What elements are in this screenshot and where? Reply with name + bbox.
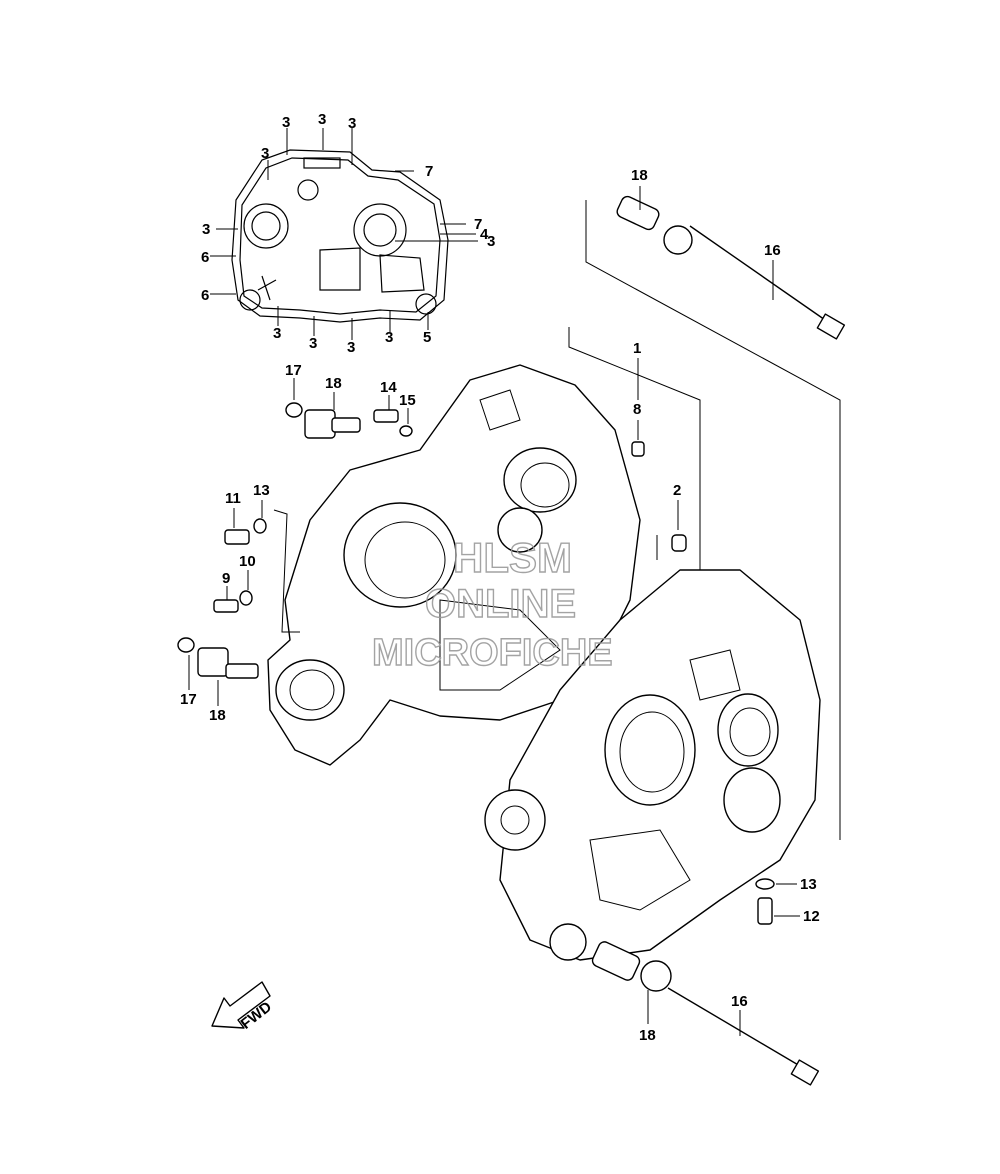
spacer-18-lower-right [591, 941, 672, 992]
callout-3: 3 [261, 145, 269, 162]
callout-3: 3 [273, 325, 281, 342]
callout-11: 11 [225, 490, 241, 507]
callout-4: 4 [480, 226, 489, 243]
washer-13-left [253, 518, 267, 534]
callout-3: 3 [309, 335, 317, 352]
spacer-18-upper-right [616, 195, 693, 255]
callout-10: 10 [239, 553, 256, 570]
crankcase-left-half [267, 364, 641, 766]
callout-18: 18 [209, 707, 226, 724]
bolt-9 [213, 599, 239, 613]
callout-17: 17 [180, 691, 197, 708]
fitting-14 [373, 409, 399, 423]
callout-16: 16 [731, 993, 748, 1010]
bolt-16-upper [689, 225, 846, 340]
dowel-pin-8 [631, 441, 645, 457]
crankcase-right-half [484, 569, 821, 961]
callout-2: 2 [673, 482, 681, 499]
bolt-16-lower [667, 987, 820, 1086]
callout-7: 7 [425, 163, 433, 180]
callout-3: 3 [202, 221, 210, 238]
callout-labels: 3 3 3 3 3 3 3 3 3 3 7 7 4 5 6 6 18 16 1 … [180, 111, 820, 1044]
bolt-12 [757, 897, 773, 925]
callout-1: 1 [633, 340, 641, 357]
plug-17-lower [177, 637, 195, 653]
callout-9: 9 [222, 570, 230, 587]
bolt-11 [224, 529, 250, 545]
callout-3: 3 [318, 111, 326, 128]
callout-13: 13 [800, 876, 817, 893]
washer-15 [399, 425, 413, 437]
leader-lines [188, 128, 841, 1036]
callout-18: 18 [631, 167, 648, 184]
callout-3: 3 [385, 329, 393, 346]
fwd-arrow: FWD [211, 981, 275, 1033]
callout-7: 7 [474, 216, 482, 233]
gasket-sealant-detail [231, 149, 449, 323]
callout-17: 17 [285, 362, 302, 379]
callout-16: 16 [764, 242, 781, 259]
callout-6: 6 [201, 287, 209, 304]
callout-18: 18 [325, 375, 342, 392]
callout-14: 14 [380, 379, 397, 396]
washer-10 [239, 590, 253, 606]
callout-12: 12 [803, 908, 820, 925]
callout-6: 6 [201, 249, 209, 266]
dowel-pin-2 [671, 534, 687, 552]
callout-18: 18 [639, 1027, 656, 1044]
callout-13: 13 [253, 482, 270, 499]
callout-3: 3 [348, 115, 356, 132]
spacer-18-lower-left [197, 647, 259, 679]
washer-13-right [755, 878, 775, 890]
watermark-line1: HLSM [453, 534, 572, 581]
watermark-line3: MICROFICHE [372, 632, 613, 674]
callout-3: 3 [487, 233, 495, 250]
callout-3: 3 [282, 114, 290, 131]
callout-5: 5 [423, 329, 431, 346]
spacer-18-upper-left [304, 409, 361, 439]
callout-8: 8 [633, 401, 641, 418]
callout-3: 3 [347, 339, 355, 356]
watermark: HLSM ONLINE MICROFICHE [371, 533, 613, 674]
watermark-line2: ONLINE [425, 582, 576, 626]
callout-15: 15 [399, 392, 416, 409]
plug-17-upper [285, 402, 303, 418]
